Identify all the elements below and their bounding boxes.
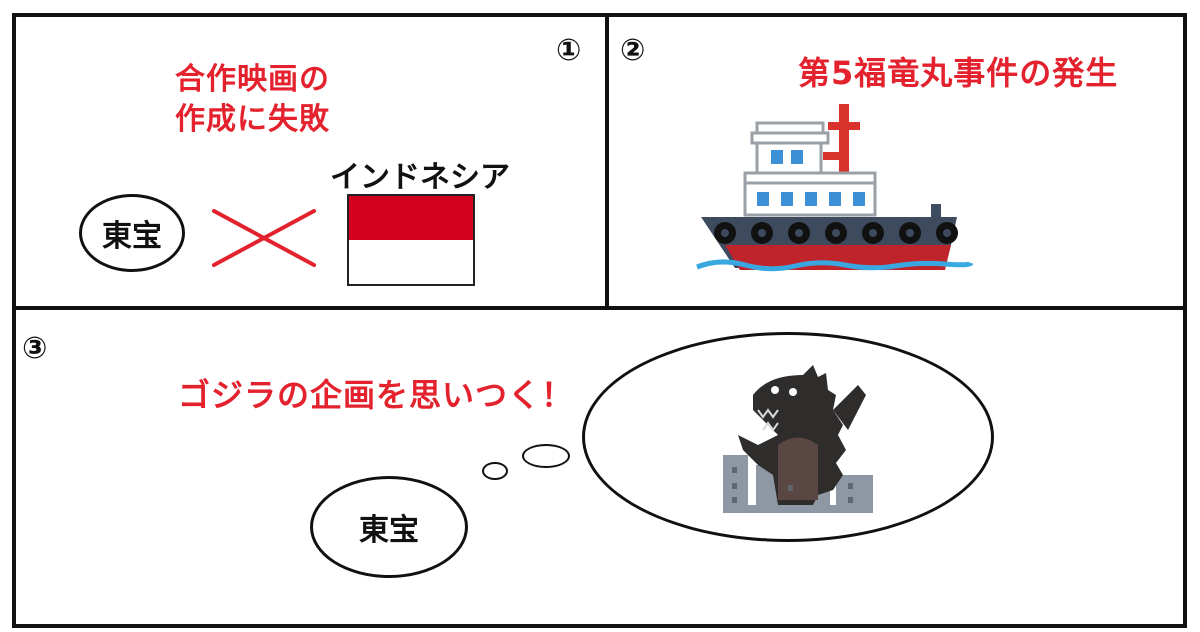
- cross-mark-icon: [212, 209, 316, 267]
- panel-number-1: ①: [556, 33, 582, 68]
- comic-outer-frame: [12, 13, 1187, 628]
- toho-oval: 東宝: [79, 194, 185, 272]
- toho-label: 東宝: [359, 513, 419, 548]
- toho-label: 東宝: [102, 219, 162, 254]
- panel-number-2: ②: [620, 33, 646, 68]
- panel-1-caption: 合作映画の 作成に失敗: [175, 60, 330, 140]
- toho-thinking-oval: 東宝: [310, 476, 468, 578]
- godzilla-icon: [723, 365, 873, 513]
- ship-icon: [696, 104, 974, 272]
- panel-2-caption: 第5福竜丸事件の発生: [798, 54, 1119, 92]
- panel-number-3: ③: [22, 331, 48, 366]
- panel-1-caption-line-2: 作成に失敗: [175, 102, 330, 137]
- thought-bubble-small: [482, 462, 508, 480]
- panel-divider-horizontal: [12, 306, 1187, 310]
- indonesia-label: インドネシア: [330, 160, 510, 195]
- indonesia-flag-icon: [347, 194, 475, 286]
- panel-3-caption: ゴジラの企画を思いつく！: [178, 376, 575, 414]
- panel-divider-vertical: [605, 13, 609, 309]
- panel-1-caption-line-1: 合作映画の: [175, 62, 330, 97]
- thought-bubble-medium: [522, 444, 570, 468]
